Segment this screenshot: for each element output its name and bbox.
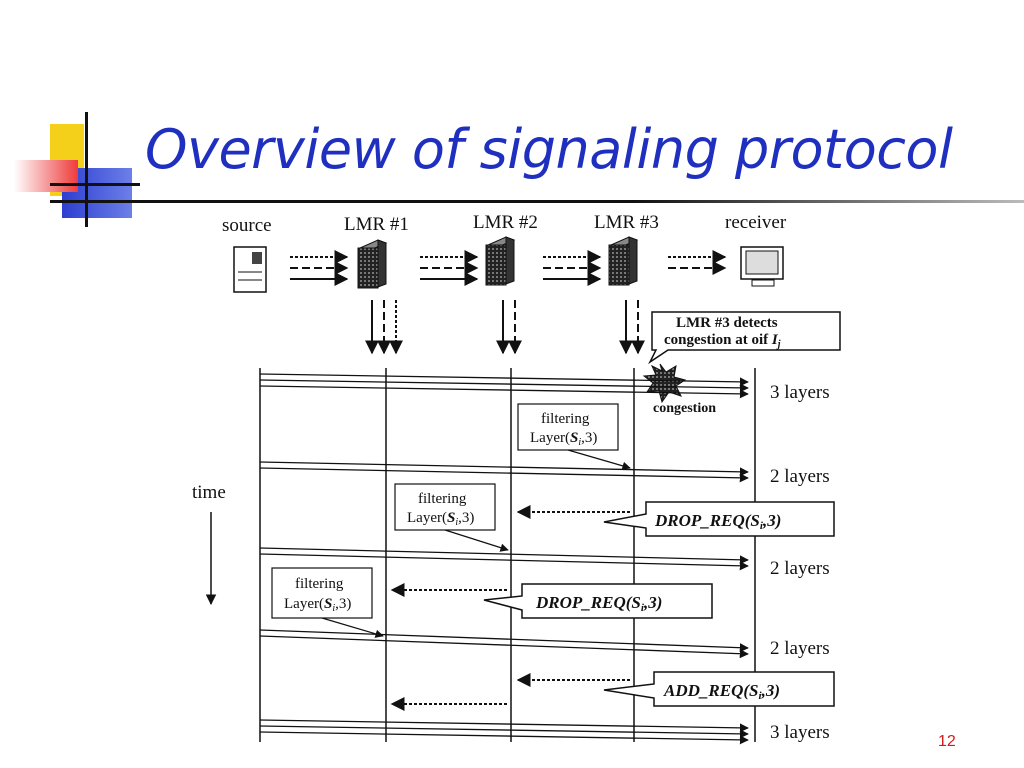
drop-req-2-close: ,3)	[643, 593, 662, 612]
filtering-lmr3-prefix: Layer(	[530, 430, 570, 446]
filtering-lmr2-sub: i	[455, 517, 458, 528]
monitor-icon	[740, 246, 784, 287]
router-lmr3-icon	[608, 236, 639, 286]
drop-req-1-open: (	[745, 511, 752, 530]
add-req-name: ADD_REQ	[663, 681, 743, 700]
add-req-text: ADD_REQ(Si,3)	[663, 681, 780, 702]
filtering-box-lmr1: filtering Layer(Si,3)	[271, 567, 384, 638]
page-number: 12	[938, 733, 956, 750]
layer-label-5: 3 layers	[770, 722, 830, 743]
filtering-lmr1-line1: filtering	[295, 576, 344, 592]
title-underline	[50, 200, 1024, 203]
drop-req-1-text: DROP_REQ(Si,3)	[654, 511, 781, 532]
add-req-close: ,3)	[761, 681, 780, 700]
data-streams	[259, 373, 749, 745]
drop-req-2-var: S	[631, 593, 640, 612]
router-lmr2-icon	[485, 236, 516, 286]
lmr2-label: LMR #2	[473, 212, 538, 233]
deco-red-block	[14, 160, 78, 192]
time-label: time	[192, 482, 226, 503]
filtering-lmr1-var: S	[324, 596, 332, 612]
drop-req-1-close: ,3)	[762, 511, 781, 530]
filtering-lmr1-line2: Layer(Si,3)	[284, 596, 351, 614]
drop-req-2-sub: i	[641, 602, 645, 614]
congestion-burst-icon	[642, 363, 687, 404]
stream-arrows	[290, 250, 727, 286]
filtering-lmr3-sub: i	[578, 437, 581, 448]
callout-detect-line2: congestion at oif Ij	[664, 332, 781, 350]
deco-horizontal-line	[50, 183, 140, 186]
filtering-box-lmr2: filtering Layer(Si,3)	[394, 483, 509, 552]
callout-detect-congestion: LMR #3 detects congestion at oif Ij	[648, 311, 841, 365]
source-label: source	[222, 215, 272, 236]
add-req-var: S	[749, 681, 758, 700]
filtering-lmr3-line2: Layer(Si,3)	[530, 430, 597, 448]
drop-req-1-name: DROP_REQ	[654, 511, 745, 530]
drop-req-message-1: DROP_REQ(Si,3)	[516, 501, 835, 537]
drop-req-2-open: (	[626, 593, 633, 612]
callout-detect-line2-text: congestion at oif	[664, 332, 772, 348]
lmr3-label: LMR #3	[594, 212, 659, 233]
filtering-lmr2-line1: filtering	[418, 491, 467, 507]
layer-label-3: 2 layers	[770, 558, 830, 579]
filtering-lmr2-line2: Layer(Si,3)	[407, 510, 474, 528]
down-arrows	[365, 300, 645, 355]
server-icon	[233, 246, 267, 293]
page-title: Overview of signaling protocol	[145, 118, 953, 181]
filtering-lmr1-sub: i	[332, 603, 335, 614]
filtering-lmr3-line1: filtering	[541, 411, 590, 427]
congestion-label: congestion	[653, 401, 716, 416]
filtering-lmr3-suffix: ,3)	[581, 430, 597, 446]
filtering-lmr1-prefix: Layer(	[284, 596, 324, 612]
deco-vertical-line	[85, 112, 88, 227]
add-req-sub: i	[759, 690, 763, 702]
layer-label-2: 2 layers	[770, 466, 830, 487]
filtering-lmr1-suffix: ,3)	[335, 596, 351, 612]
filtering-lmr2-suffix: ,3)	[458, 510, 474, 526]
add-req-message: ADD_REQ(Si,3)	[390, 671, 835, 711]
layer-label-1: 3 layers	[770, 382, 830, 403]
layer-label-4: 2 layers	[770, 638, 830, 659]
add-req-open: (	[743, 681, 750, 700]
drop-req-2-name: DROP_REQ	[535, 593, 626, 612]
filtering-box-lmr3: filtering Layer(Si,3)	[517, 403, 631, 470]
router-lmr1-icon	[357, 239, 388, 289]
drop-req-2-text: DROP_REQ(Si,3)	[535, 593, 662, 614]
drop-req-message-2: DROP_REQ(Si,3)	[390, 583, 713, 619]
filtering-lmr2-prefix: Layer(	[407, 510, 447, 526]
drop-req-1-var: S	[750, 511, 759, 530]
callout-detect-line1: LMR #3 detects	[676, 315, 778, 331]
callout-detect-sub: j	[776, 339, 781, 350]
filtering-lmr3-var: S	[570, 430, 578, 446]
callout-detect-var: I	[771, 332, 779, 348]
drop-req-1-sub: i	[760, 520, 764, 532]
receiver-label: receiver	[725, 212, 787, 233]
filtering-lmr2-var: S	[447, 510, 455, 526]
lmr1-label: LMR #1	[344, 214, 409, 235]
